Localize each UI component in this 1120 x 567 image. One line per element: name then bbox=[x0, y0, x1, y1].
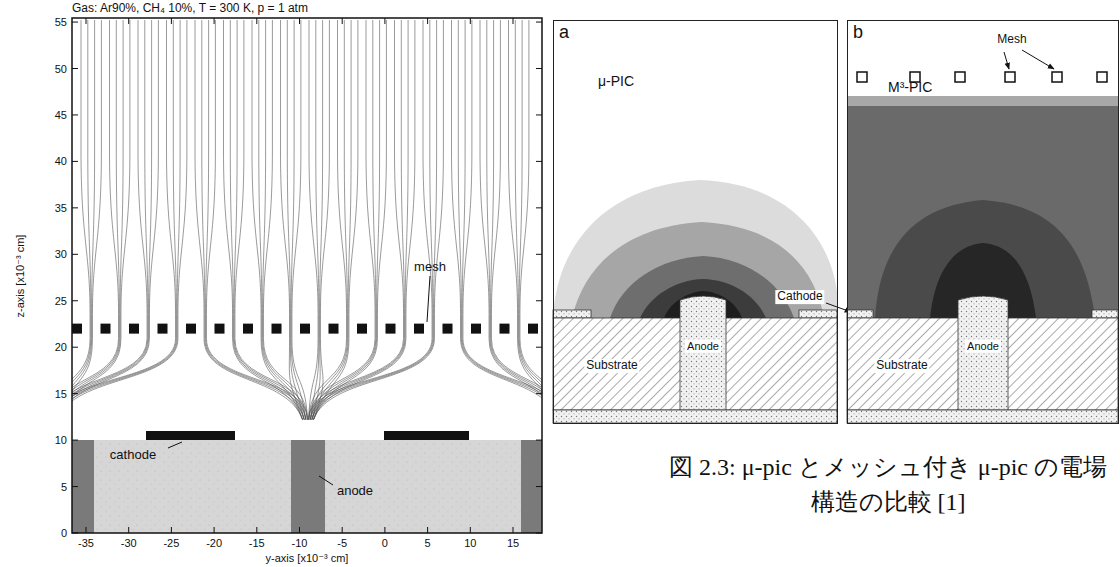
axis-ticks bbox=[72, 18, 542, 533]
tick-label: -10 bbox=[292, 537, 308, 550]
part-label: Substrate bbox=[584, 359, 639, 373]
panel-letter: b bbox=[853, 22, 863, 43]
tick-label: 0 bbox=[382, 537, 388, 550]
tick-label: -35 bbox=[78, 537, 94, 550]
panel-a-field bbox=[553, 180, 851, 423]
anode-column bbox=[72, 440, 94, 533]
tick-label: 5 bbox=[61, 480, 67, 493]
tick-label: 30 bbox=[55, 248, 67, 261]
axis-title: z-axis [x10⁻³ cm] bbox=[14, 235, 27, 318]
tick-label: -30 bbox=[121, 537, 137, 550]
anode-column bbox=[521, 440, 542, 533]
substrate bbox=[72, 440, 542, 533]
part-label: mesh bbox=[414, 260, 446, 275]
part-label: Substrate bbox=[874, 359, 929, 373]
leader-arrow bbox=[1022, 50, 1054, 69]
tick-label: 15 bbox=[55, 387, 67, 400]
panel-title: μ-PIC bbox=[598, 73, 634, 89]
leader-arrow bbox=[1004, 52, 1009, 69]
part-label: Anode bbox=[685, 340, 721, 353]
plot-title: Gas: Ar90%, CH₄ 10%, T = 300 K, p = 1 at… bbox=[72, 2, 308, 16]
tick-label: -15 bbox=[249, 537, 265, 550]
leader-line bbox=[427, 276, 430, 322]
tick-label: -5 bbox=[337, 537, 347, 550]
tick-label: 10 bbox=[55, 434, 67, 447]
tick-label: 55 bbox=[55, 16, 67, 29]
part-label: cathode bbox=[110, 448, 156, 463]
axis-title: y-axis [x10⁻³ cm] bbox=[266, 552, 349, 565]
tick-label: 50 bbox=[55, 62, 67, 75]
tick-label: -25 bbox=[163, 537, 179, 550]
part-label: Mesh bbox=[997, 33, 1026, 47]
mesh-wires bbox=[72, 324, 538, 334]
plot-frame bbox=[72, 18, 542, 533]
panel-letter: a bbox=[559, 22, 569, 43]
panel-title: M³-PIC bbox=[888, 79, 932, 95]
tick-label: 15 bbox=[507, 537, 519, 550]
anode-column bbox=[291, 440, 325, 533]
tick-label: 45 bbox=[55, 109, 67, 122]
cathode-strip bbox=[146, 431, 235, 440]
drift-lines bbox=[72, 20, 542, 420]
tick-label: 25 bbox=[55, 294, 67, 307]
part-label: Cathode bbox=[775, 290, 824, 304]
tick-label: 40 bbox=[55, 155, 67, 168]
tick-label: 0 bbox=[61, 527, 67, 540]
part-label: anode bbox=[337, 484, 373, 499]
tick-label: 10 bbox=[464, 537, 476, 550]
leader-line bbox=[319, 476, 333, 485]
anode bbox=[958, 296, 1008, 410]
simulation-plot bbox=[52, 18, 563, 533]
tick-label: 20 bbox=[55, 341, 67, 354]
anode bbox=[680, 296, 726, 410]
part-label: Anode bbox=[965, 340, 1001, 353]
tick-label: 35 bbox=[55, 202, 67, 215]
cathode-strip bbox=[384, 431, 469, 440]
tick-label: 5 bbox=[425, 537, 431, 550]
leader-line bbox=[168, 442, 182, 448]
tick-label: -20 bbox=[206, 537, 222, 550]
figure-caption: 図 2.3: μ-pic とメッシュ付き μ-pic の電場構造の比較 [1] bbox=[662, 450, 1114, 520]
panel-b-field bbox=[847, 50, 1118, 423]
